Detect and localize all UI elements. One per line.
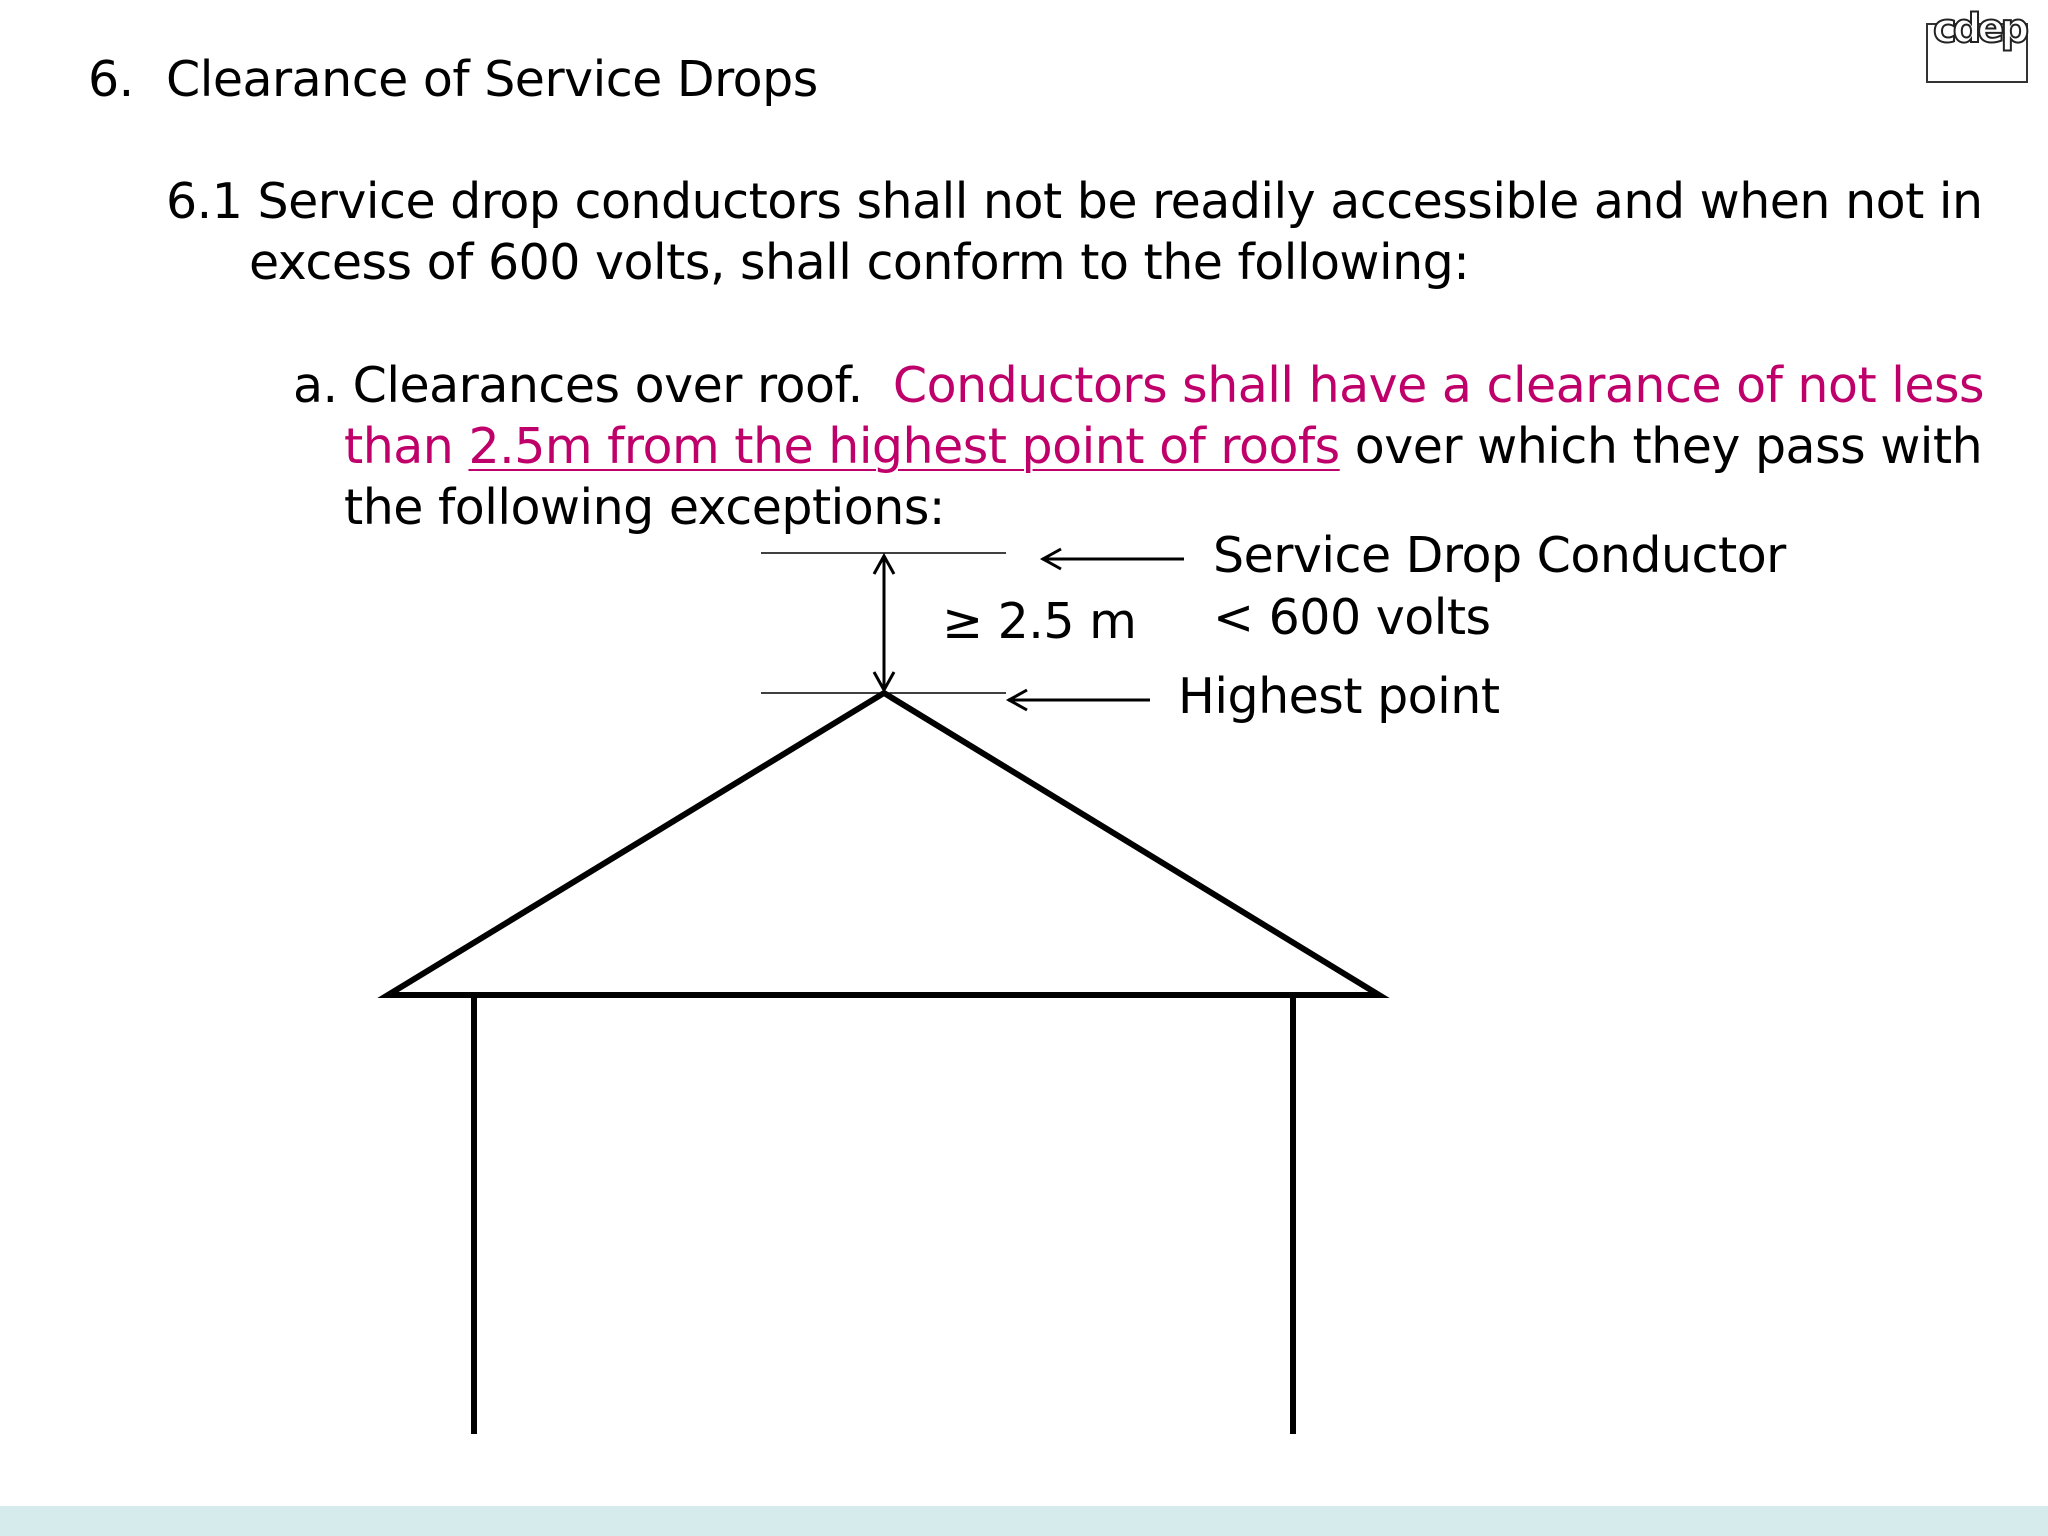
clause-6-1-line2: excess of 600 volts, shall conform to th… (249, 234, 1470, 291)
clause-a-highlight-line1: Conductors shall have a clearance of not… (892, 357, 1985, 414)
conductor-pointer-head (1039, 547, 1062, 571)
conductor-label-line1: Service Drop Conductor (1213, 527, 1786, 584)
clause-6-1-line1: 6.1 Service drop conductors shall not be… (166, 173, 1983, 230)
footer-band (0, 1506, 2048, 1536)
heading-number: 6. (88, 51, 134, 108)
clause-a-line3: the following exceptions: (344, 479, 945, 536)
highest-point-label: Highest point (1178, 668, 1500, 725)
clause-a-lead: a. Clearances over roof. (293, 357, 863, 414)
highest-point-pointer-head (1005, 688, 1028, 712)
roof-triangle (377, 689, 1390, 998)
cdep-logo: cdep (1925, 0, 2043, 86)
clause-a-highlight-underlined: 2.5m from the highest point of roofs (468, 418, 1340, 475)
clause-a-highlight-than: than (344, 418, 454, 475)
conductor-label-line2: < 600 volts (1213, 589, 1491, 646)
page-title: Clearance of Service Drops (166, 51, 818, 108)
clause-a-line1: a. Clearances over roof. Conductors shal… (293, 361, 1985, 410)
logo-text: cdep (1933, 6, 2027, 52)
clause-a-rest-line2: over which they pass with (1354, 418, 1983, 475)
clearance-label: ≥ 2.5 m (942, 593, 1137, 650)
dimension-arrow-head-top (872, 552, 896, 575)
clause-a-line2: than 2.5m from the highest point of roof… (344, 422, 1983, 471)
